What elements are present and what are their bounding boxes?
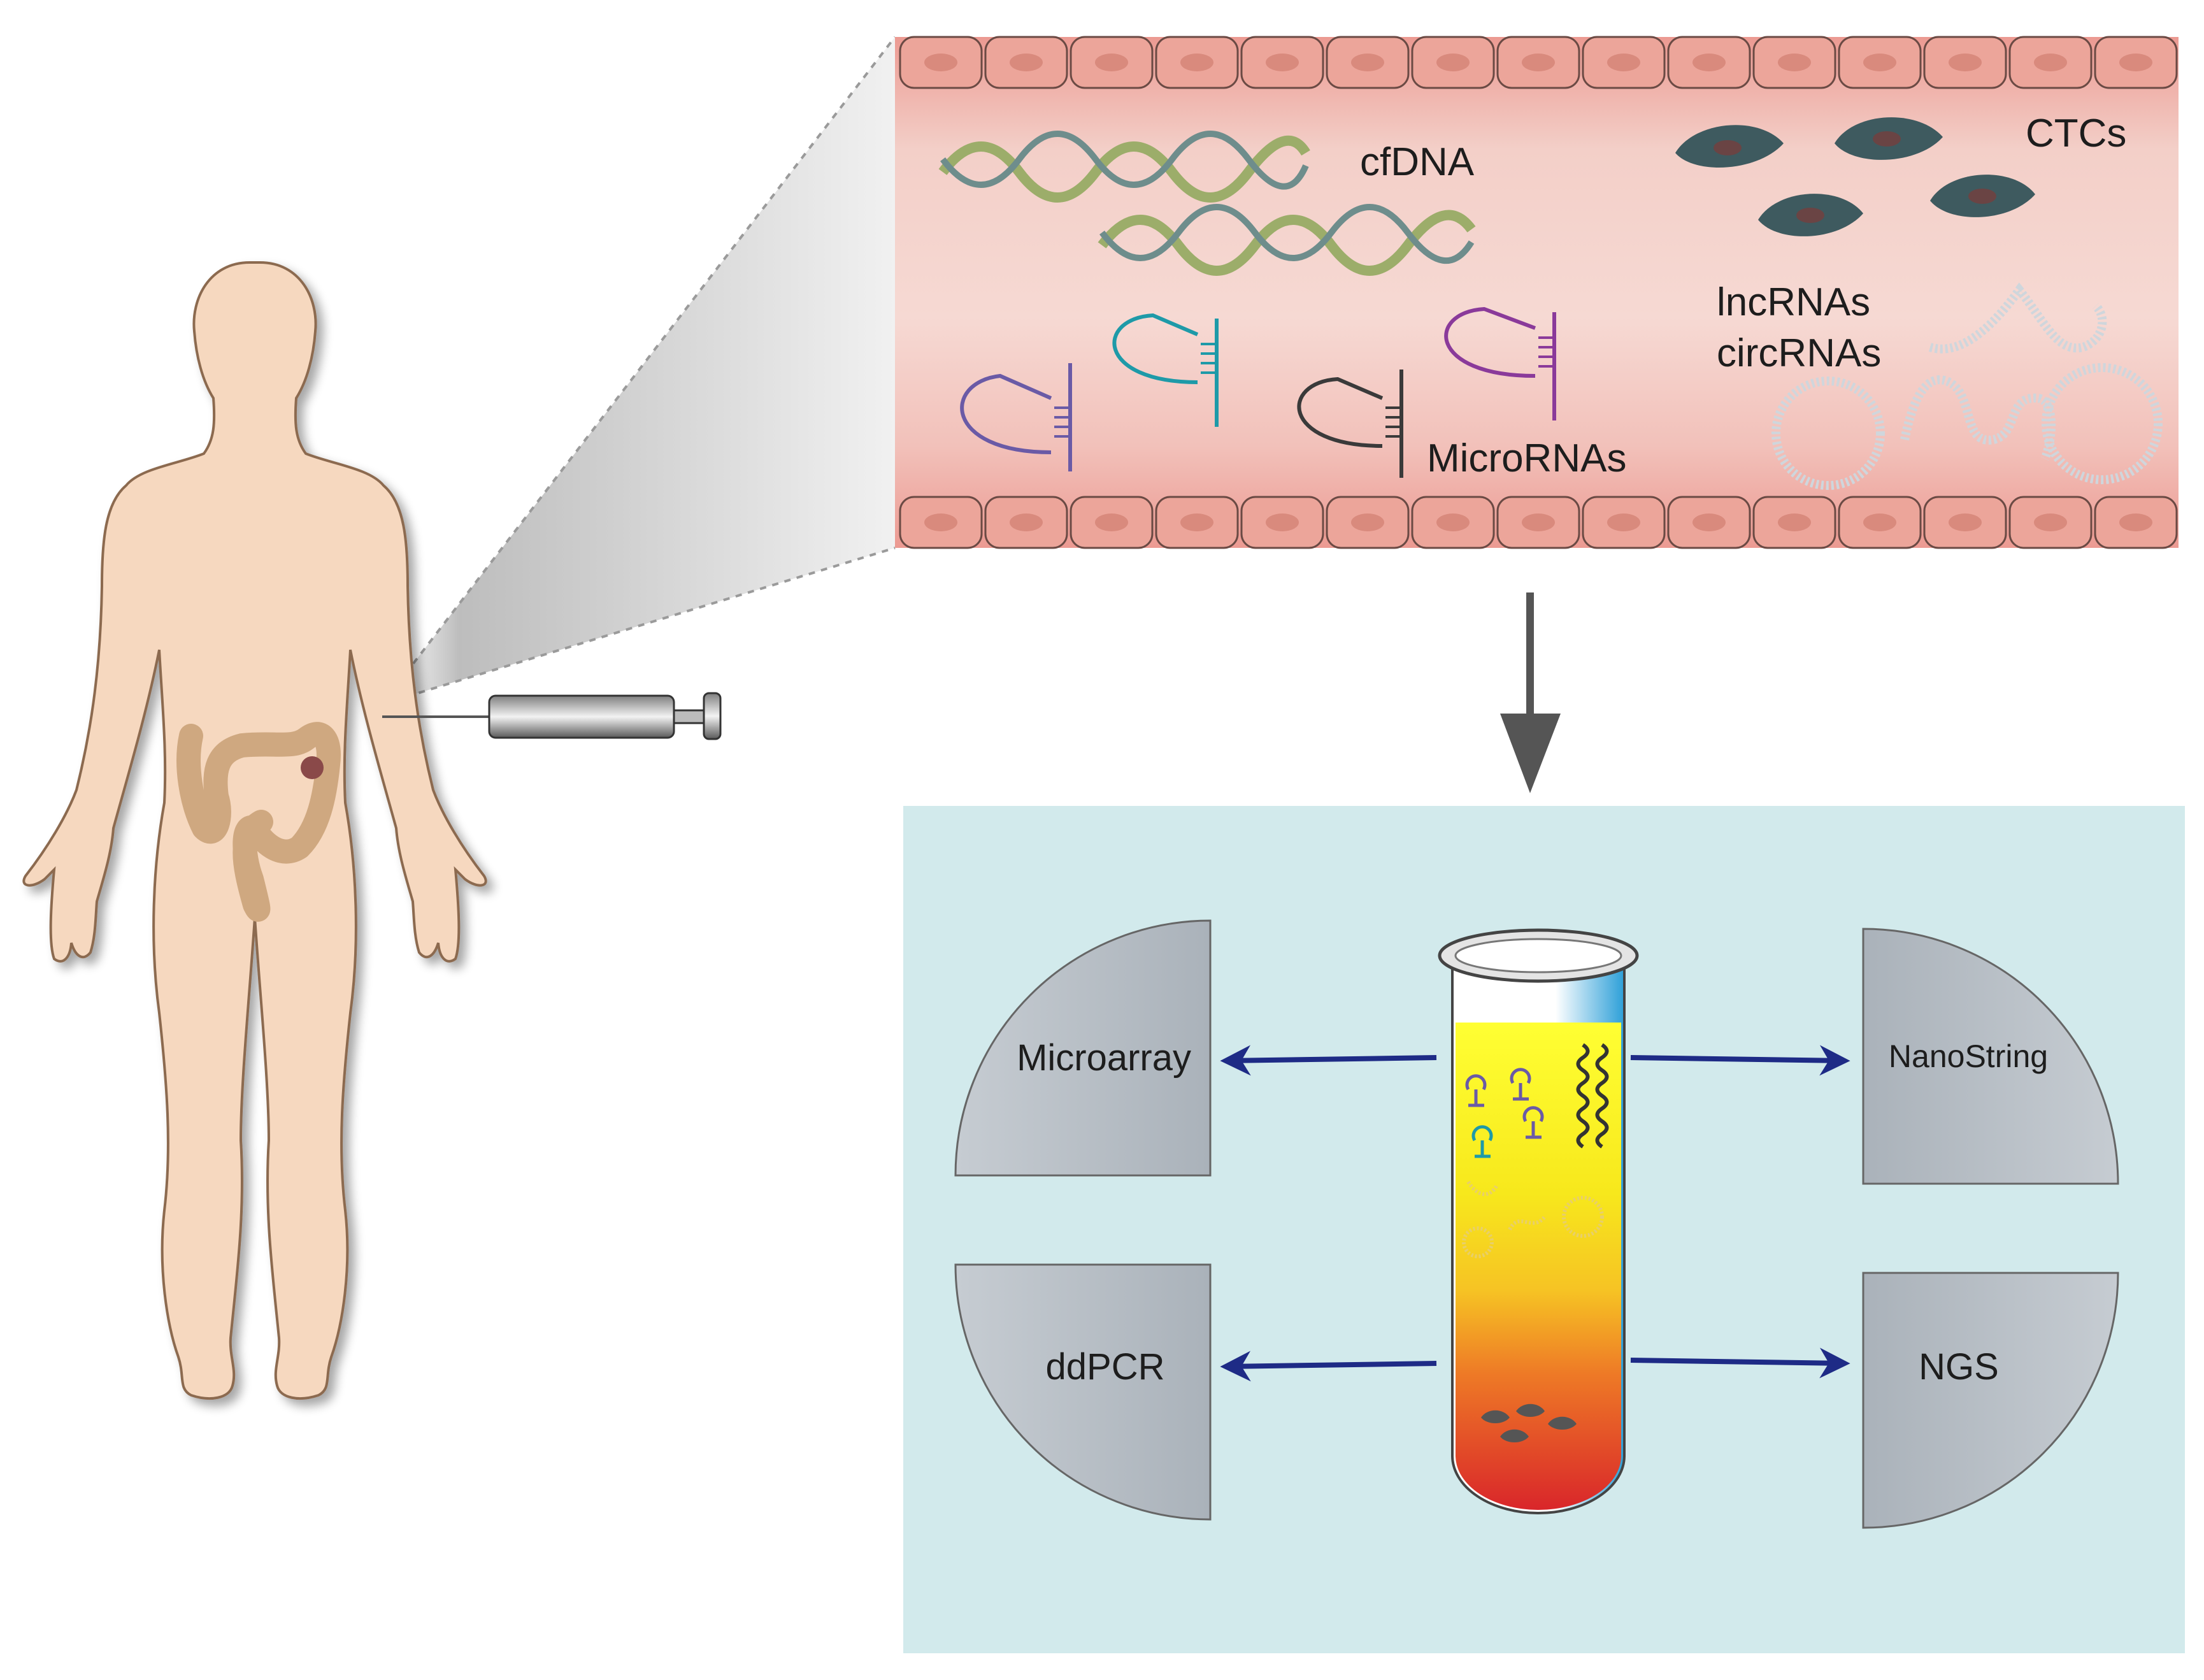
- cell-nucleus: [1266, 54, 1299, 71]
- cell-nucleus: [1436, 513, 1470, 531]
- tube-lncrna: [1466, 1181, 1547, 1231]
- nanostring-label: NanoString: [1889, 1038, 2048, 1074]
- tube-circrna: [1462, 1226, 1494, 1258]
- ctc-cell: [1835, 117, 1943, 160]
- syringe-icon: [382, 692, 722, 740]
- cell-nucleus: [1522, 54, 1555, 71]
- cell-nucleus: [1949, 513, 1982, 531]
- analysis-panel: Microarray ddPCR NanoString NGS: [903, 806, 2185, 1653]
- cell-nucleus: [924, 54, 957, 71]
- down-arrow-icon: [1500, 592, 1561, 793]
- circrna-ring: [1771, 377, 1885, 490]
- microrna-hairpin: [1297, 370, 1403, 478]
- nanostring-quadrant: NanoString: [1862, 928, 2119, 1185]
- arrow-to-ngs: [1630, 1347, 1850, 1379]
- arrow-to-ddpcr: [1220, 1351, 1437, 1382]
- tube-cfdna: [1576, 1043, 1590, 1149]
- cell-nucleus: [1607, 54, 1640, 71]
- tube-micrornas: [1465, 1068, 1544, 1158]
- cell-nucleus: [2034, 54, 2067, 71]
- tube-cfdna: [1595, 1043, 1609, 1149]
- cfdna-label: cfDNA: [1360, 140, 1475, 184]
- ddpcr-quadrant: ddPCR: [954, 1263, 1212, 1521]
- cell-nucleus: [1010, 513, 1043, 531]
- cell-nucleus: [1863, 513, 1896, 531]
- cell-nucleus: [1095, 513, 1128, 531]
- cell-nucleus: [1180, 513, 1213, 531]
- cell-nucleus: [1095, 54, 1128, 71]
- microarray-label: Microarray: [1017, 1037, 1191, 1079]
- cell-nucleus: [1436, 54, 1470, 71]
- arrow-to-nanostring: [1630, 1045, 1850, 1076]
- cell-nucleus: [1949, 54, 1982, 71]
- cell-nucleus: [1692, 513, 1726, 531]
- arrow-to-microarray: [1220, 1045, 1437, 1076]
- cell-nucleus: [1522, 513, 1555, 531]
- cell-nucleus: [2119, 54, 2152, 71]
- tube-ctcs: [1481, 1404, 1577, 1442]
- microarray-quadrant: Microarray: [954, 919, 1212, 1177]
- tube-circrna: [1562, 1196, 1604, 1238]
- cell-nucleus: [1778, 54, 1811, 71]
- ctc-cell: [1758, 194, 1863, 236]
- microrna-hairpin: [1444, 306, 1556, 420]
- blood-vessel: cfDNA CTCs lncRNAs circRNAs: [895, 36, 2179, 549]
- cell-nucleus: [1351, 513, 1384, 531]
- vessel-wall-bottom: [899, 496, 2178, 549]
- cell-nucleus: [1692, 54, 1726, 71]
- cell-nucleus: [1180, 54, 1213, 71]
- ctc-cell: [1675, 125, 1784, 168]
- human-body-figure: [22, 261, 487, 1400]
- test-tube-icon: [1438, 928, 1639, 1514]
- cell-nucleus: [1010, 54, 1043, 71]
- cell-nucleus: [1778, 513, 1811, 531]
- magnification-cone: [381, 36, 896, 705]
- cfdna-helix-1: [938, 131, 1310, 203]
- vessel-wall-top: [899, 36, 2178, 89]
- lncrna-strand: [1900, 375, 2056, 461]
- cell-nucleus: [1351, 54, 1384, 71]
- ctc-cell: [1930, 175, 2035, 217]
- microrna-hairpin: [960, 363, 1072, 471]
- cfdna-helix-2: [1098, 204, 1476, 276]
- cell-nucleus: [1863, 54, 1896, 71]
- ctcs-label: CTCs: [2026, 111, 2126, 155]
- ddpcr-label: ddPCR: [1046, 1346, 1165, 1388]
- lncrnas-label: lncRNAs: [1717, 280, 1870, 324]
- cell-nucleus: [2119, 513, 2152, 531]
- circrnas-label: circRNAs: [1717, 331, 1881, 375]
- micrornas-label: MicroRNAs: [1427, 436, 1626, 480]
- colon-organ: [176, 722, 341, 922]
- cell-nucleus: [924, 513, 957, 531]
- cell-nucleus: [1607, 513, 1640, 531]
- cell-nucleus: [1266, 513, 1299, 531]
- circrna-ring: [2042, 363, 2163, 484]
- ngs-quadrant: NGS: [1862, 1272, 2119, 1529]
- ngs-label: NGS: [1919, 1346, 1999, 1388]
- microrna-hairpin: [1112, 313, 1219, 427]
- cell-nucleus: [2034, 513, 2067, 531]
